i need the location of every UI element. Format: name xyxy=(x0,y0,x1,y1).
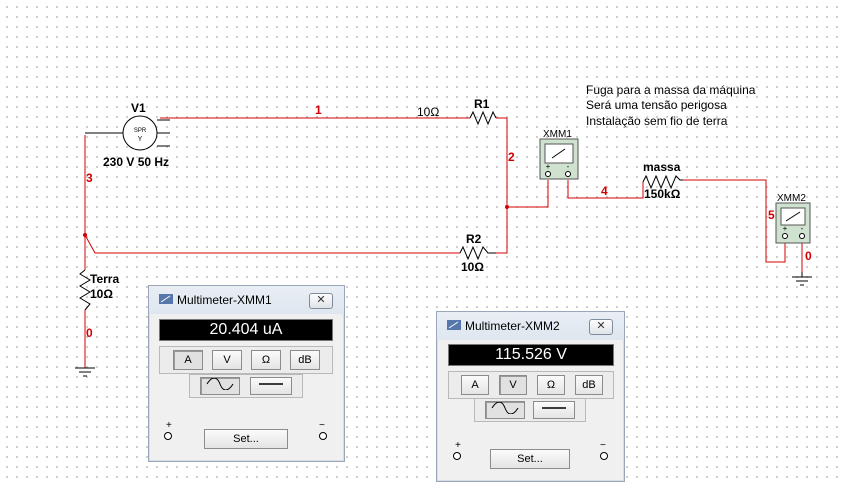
svg-text:+: + xyxy=(783,224,788,233)
dc-line-icon xyxy=(259,383,283,385)
ac-sine-icon xyxy=(491,401,519,415)
net-label-3: 3 xyxy=(86,171,93,185)
resistor-terra xyxy=(79,269,91,311)
net-label-0-terra: 0 xyxy=(86,326,93,340)
title-bar[interactable]: Multimeter-XMM2 ✕ xyxy=(437,312,624,340)
wire-net-2 xyxy=(496,117,508,254)
resistor-massa xyxy=(642,174,683,190)
negative-terminal-label: − xyxy=(319,420,325,431)
negative-terminal[interactable] xyxy=(599,451,609,461)
close-button[interactable]: ✕ xyxy=(309,293,333,309)
multimeter-xmm1-symbol: + - xyxy=(539,138,579,180)
net-label-0-xmm2: 0 xyxy=(805,249,812,263)
positive-terminal-label: + xyxy=(166,420,172,431)
xmm1-label[interactable]: XMM1 xyxy=(543,129,572,140)
v1-label[interactable]: V1 xyxy=(131,101,146,115)
close-button[interactable]: ✕ xyxy=(589,319,613,335)
ammeter-button[interactable]: A xyxy=(173,350,203,370)
reading-display: 115.526 V xyxy=(448,344,614,366)
wire-net-2-meter xyxy=(507,180,549,208)
note-line-3: Instalação sem fio de terra xyxy=(586,114,728,128)
ac-button[interactable] xyxy=(485,401,525,419)
multimeter-app-icon xyxy=(447,320,461,330)
v1-rating: 230 V 50 Hz xyxy=(103,155,170,169)
r1-label[interactable]: R1 xyxy=(474,97,490,111)
negative-terminal[interactable] xyxy=(318,431,328,441)
note-line-1: Fuga para a massa da máquina xyxy=(586,83,756,97)
multimeter-xmm1-window[interactable]: Multimeter-XMM1 ✕ 20.404 uA A V Ω dB + −… xyxy=(148,285,345,462)
svg-text:-: - xyxy=(567,162,570,171)
wire-net-5 xyxy=(683,179,786,263)
massa-label[interactable]: massa xyxy=(643,160,681,174)
signal-group xyxy=(474,398,586,422)
mode-group: A V Ω dB xyxy=(159,346,333,374)
wire-net-4 xyxy=(567,180,644,199)
svg-text:Y: Y xyxy=(138,136,143,143)
ohmmeter-button[interactable]: Ω xyxy=(537,375,565,395)
net-label-5: 5 xyxy=(768,208,775,222)
voltmeter-button[interactable]: V xyxy=(212,350,242,370)
ground-symbol-2 xyxy=(792,272,812,286)
svg-text:+: + xyxy=(546,162,551,171)
massa-value: 150kΩ xyxy=(644,187,681,201)
xmm2-label[interactable]: XMM2 xyxy=(777,193,806,204)
v1-symbol-text: SPR xyxy=(134,128,147,134)
wire-net-3-r2 xyxy=(84,234,460,254)
multimeter-xmm2-symbol: + - xyxy=(775,202,811,244)
window-title: Multimeter-XMM2 xyxy=(465,319,560,333)
wires xyxy=(84,117,803,368)
resistor-r2 xyxy=(459,245,496,261)
ac-button[interactable] xyxy=(200,377,240,395)
mode-group: A V Ω dB xyxy=(448,371,614,399)
signal-group xyxy=(189,374,303,398)
reading-display: 20.404 uA xyxy=(159,319,333,341)
voltage-source-v1: SPR Y xyxy=(85,115,170,151)
multimeter-app-icon xyxy=(159,294,173,304)
net-label-2: 2 xyxy=(508,150,515,164)
resistor-r1 xyxy=(469,110,497,126)
dc-line-icon xyxy=(542,407,566,409)
window-title: Multimeter-XMM1 xyxy=(177,293,272,307)
note-line-2: Será uma tensão perigosa xyxy=(586,98,727,112)
ground-symbol-1 xyxy=(75,367,95,377)
voltmeter-button[interactable]: V xyxy=(499,375,527,395)
set-button[interactable]: Set... xyxy=(204,429,288,449)
ammeter-button[interactable]: A xyxy=(461,375,489,395)
net-label-4: 4 xyxy=(601,184,608,198)
net-label-1: 1 xyxy=(315,103,322,117)
r2-label[interactable]: R2 xyxy=(466,232,482,246)
multimeter-xmm2-window[interactable]: Multimeter-XMM2 ✕ 115.526 V A V Ω dB + −… xyxy=(436,311,625,482)
positive-terminal-label: + xyxy=(455,440,461,451)
title-bar[interactable]: Multimeter-XMM1 ✕ xyxy=(149,286,344,314)
r1-value: 10Ω xyxy=(417,105,440,119)
decibel-button[interactable]: dB xyxy=(290,350,320,370)
terra-value: 10Ω xyxy=(90,287,113,301)
set-button[interactable]: Set... xyxy=(490,449,570,469)
ac-sine-icon xyxy=(206,377,234,391)
negative-terminal-label: − xyxy=(600,440,606,451)
r2-value: 10Ω xyxy=(461,260,484,274)
positive-terminal[interactable] xyxy=(452,451,462,461)
positive-terminal[interactable] xyxy=(163,431,173,441)
terra-label[interactable]: Terra xyxy=(90,272,120,286)
dc-button[interactable] xyxy=(250,377,292,395)
decibel-button[interactable]: dB xyxy=(575,375,603,395)
svg-text:-: - xyxy=(801,224,804,233)
ohmmeter-button[interactable]: Ω xyxy=(251,350,281,370)
dc-button[interactable] xyxy=(533,401,575,419)
